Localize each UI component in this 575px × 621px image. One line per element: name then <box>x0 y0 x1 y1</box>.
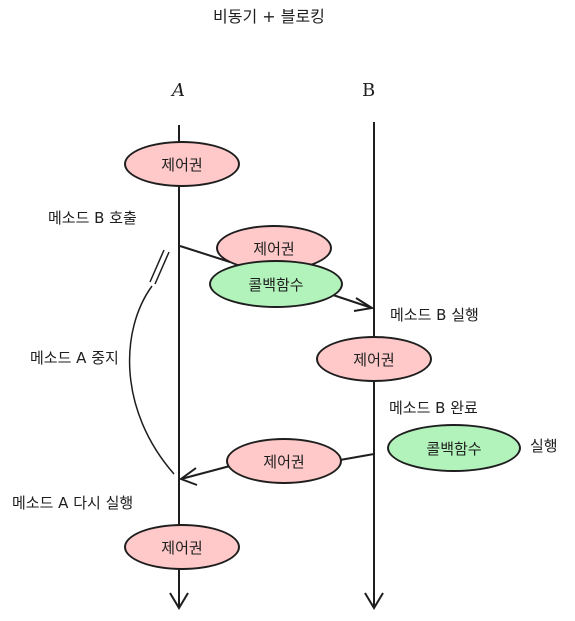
control-pill-label: 제어권 <box>263 452 305 471</box>
control-pill-4: 제어권 <box>226 438 342 484</box>
lane-label-a: A <box>172 80 185 101</box>
label-callback-run: 실행 <box>530 437 558 455</box>
stop-bracket <box>128 285 175 475</box>
control-pill-label: 제어권 <box>253 239 295 258</box>
call-arrow-head <box>353 297 375 312</box>
call-arrow <box>179 245 373 309</box>
control-pill-3: 제어권 <box>316 336 432 382</box>
label-run-b: 메소드 B 실행 <box>390 306 479 324</box>
label-resume-a: 메소드 A 다시 실행 <box>12 494 134 512</box>
diagram-title: 비동기 + 블로킹 <box>213 7 325 26</box>
callback-pill-label: 콜백함수 <box>248 275 304 294</box>
control-pill-label: 제어권 <box>161 155 203 174</box>
control-pill-label: 제어권 <box>353 350 395 369</box>
control-pill-1: 제어권 <box>124 141 240 187</box>
label-stop-a: 메소드 A 중지 <box>30 349 119 367</box>
callback-pill-2: 콜백함수 <box>387 424 521 472</box>
timeline-a-arrowhead <box>169 592 189 610</box>
return-arrow <box>180 453 375 480</box>
callback-pill-label: 콜백함수 <box>426 439 482 458</box>
control-pill-5: 제어권 <box>124 524 240 570</box>
blocking-mark <box>149 249 170 285</box>
label-call-b: 메소드 B 호출 <box>48 209 137 227</box>
lane-label-b: B <box>362 80 376 101</box>
return-arrow-head <box>178 467 198 486</box>
callback-pill-1: 콜백함수 <box>209 260 343 308</box>
timeline-b-arrowhead <box>364 592 384 610</box>
control-pill-label: 제어권 <box>161 538 203 557</box>
label-done-b: 메소드 B 완료 <box>389 399 478 417</box>
